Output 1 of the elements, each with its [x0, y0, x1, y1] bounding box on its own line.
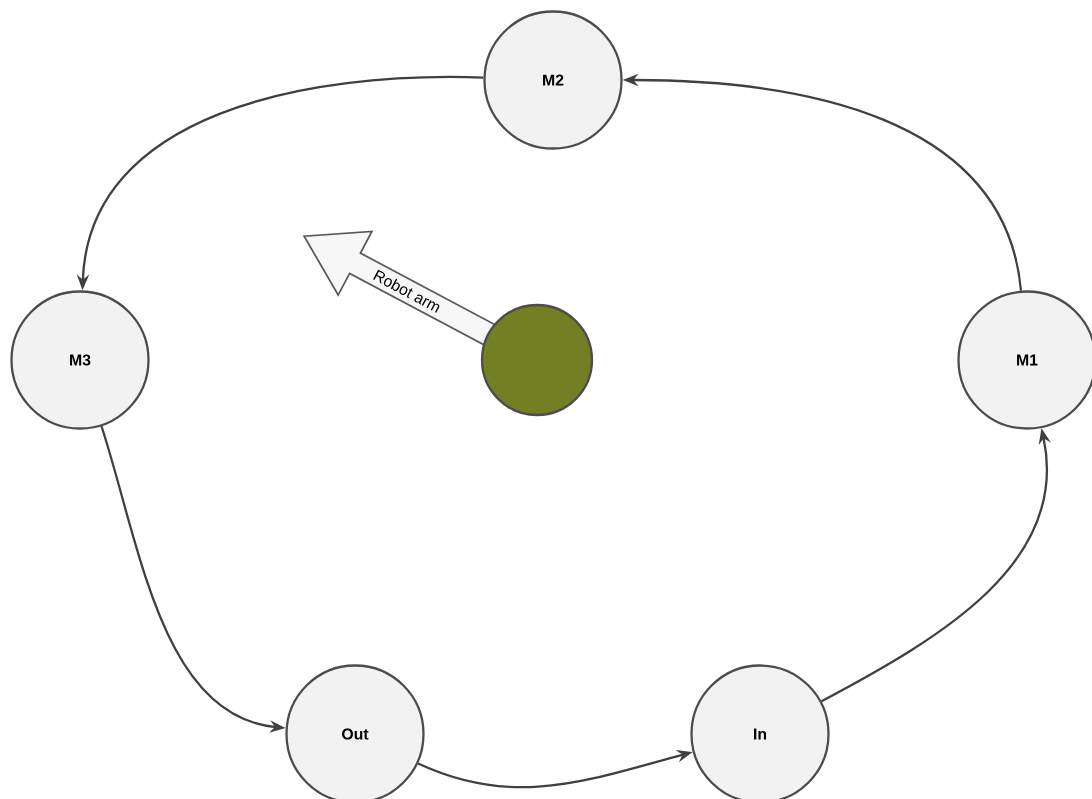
hub-circle: [480, 303, 594, 417]
